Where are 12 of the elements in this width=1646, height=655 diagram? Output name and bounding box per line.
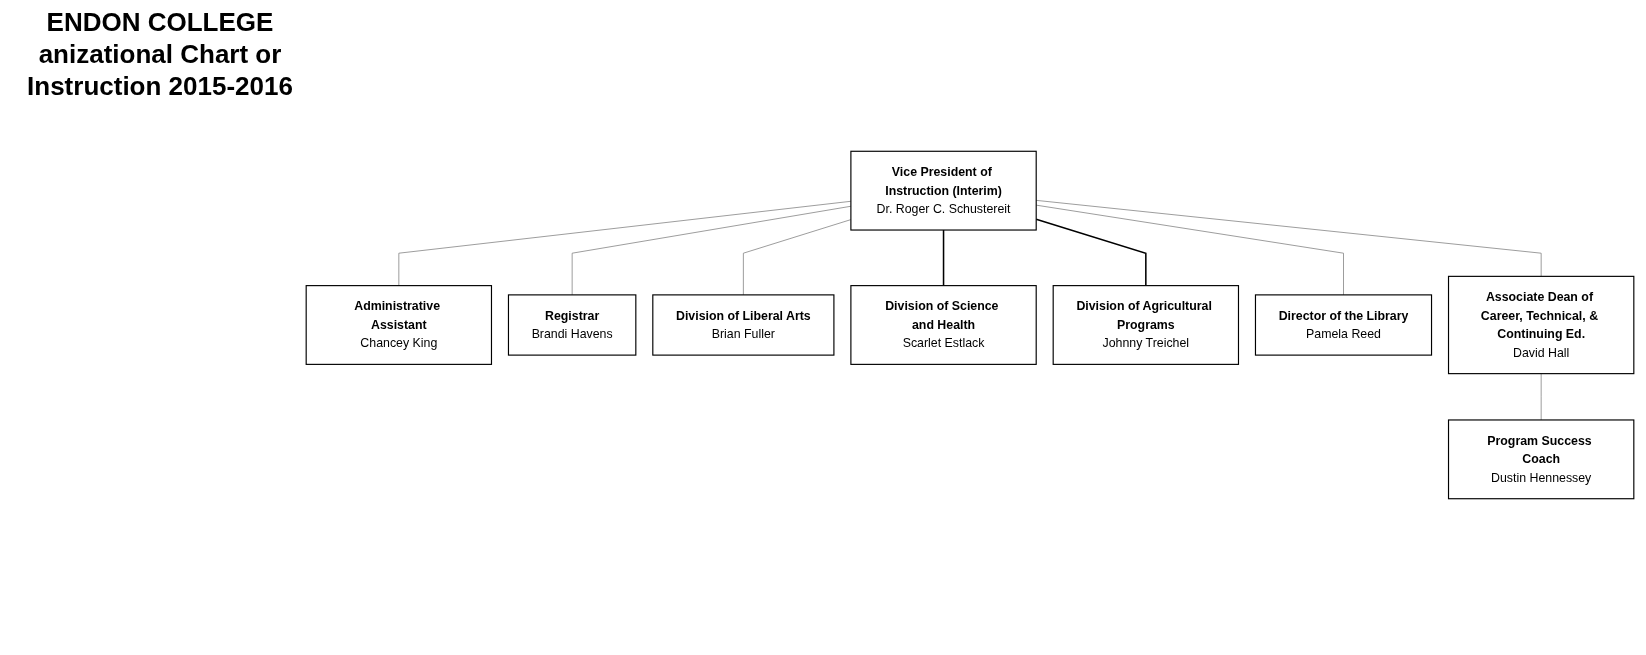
node-box: Vice President of Instruction (Interim) Dr. Roger C. Schustereit [850, 150, 1037, 231]
chart-title: ENDON COLLEGE anizational Chart or Instruction 2015-2016 [26, 6, 294, 102]
node-box: Division of Agricultural Programs Johnny Treichel [1052, 285, 1240, 365]
node-box: Division of Science and Health Scarlet Estlack [850, 285, 1037, 365]
node-box: Administrative Assistant Chancey King [305, 285, 493, 365]
node-box: Division of Liberal Arts Brian Fuller [652, 294, 835, 356]
connector [1540, 373, 1542, 421]
node-box: Director of the Library Pamela Reed [1254, 294, 1433, 356]
node-box: Registrar Brandi Havens [507, 294, 637, 356]
node-box: Program Success Coach Dustin Hennessey [1447, 419, 1635, 500]
connector [942, 229, 945, 287]
node-box: Associate Dean of Career, Technical, & Continuing Ed. David Hall [1447, 275, 1635, 375]
